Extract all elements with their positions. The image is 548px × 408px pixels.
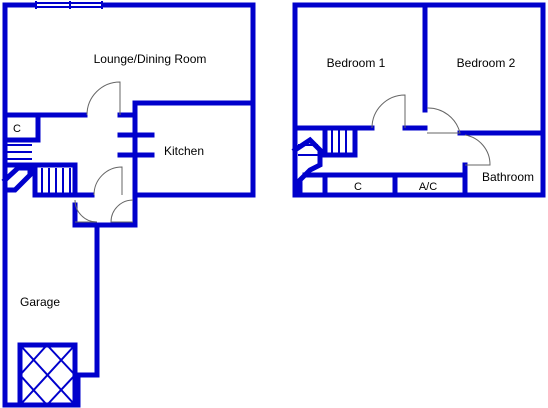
airing-cupboard-label: A/C (419, 181, 437, 193)
bedroom2-label: Bedroom 2 (457, 56, 516, 70)
first-floor-outer-wall (292, 2, 546, 198)
ground-floor: Lounge/Dining Room Kitchen C Garage (1, 1, 256, 408)
first-floor-stairs (291, 125, 358, 193)
bedroom1-door (371, 94, 406, 129)
garage-door-2 (110, 199, 134, 223)
bedroom1-label: Bedroom 1 (327, 56, 386, 70)
bathroom-door (464, 134, 491, 166)
first-floor: Bedroom 1 Bedroom 2 Bathroom C A/C (291, 2, 546, 198)
hall-door (93, 166, 123, 196)
garage-door-1 (74, 199, 98, 223)
garage-label: Garage (20, 295, 60, 309)
garage-skylight-icon (17, 342, 78, 408)
cupboard-label: C (13, 123, 21, 135)
lounge-label: Lounge/Dining Room (94, 52, 207, 66)
ground-stairs (1, 144, 78, 198)
kitchen-label: Kitchen (164, 144, 204, 158)
first-floor-cupboard-label: C (354, 181, 362, 193)
bedroom2-door (426, 107, 461, 134)
cupboard-wall (2, 112, 41, 143)
lounge-door (86, 81, 121, 116)
bathroom-label: Bathroom (482, 170, 534, 184)
